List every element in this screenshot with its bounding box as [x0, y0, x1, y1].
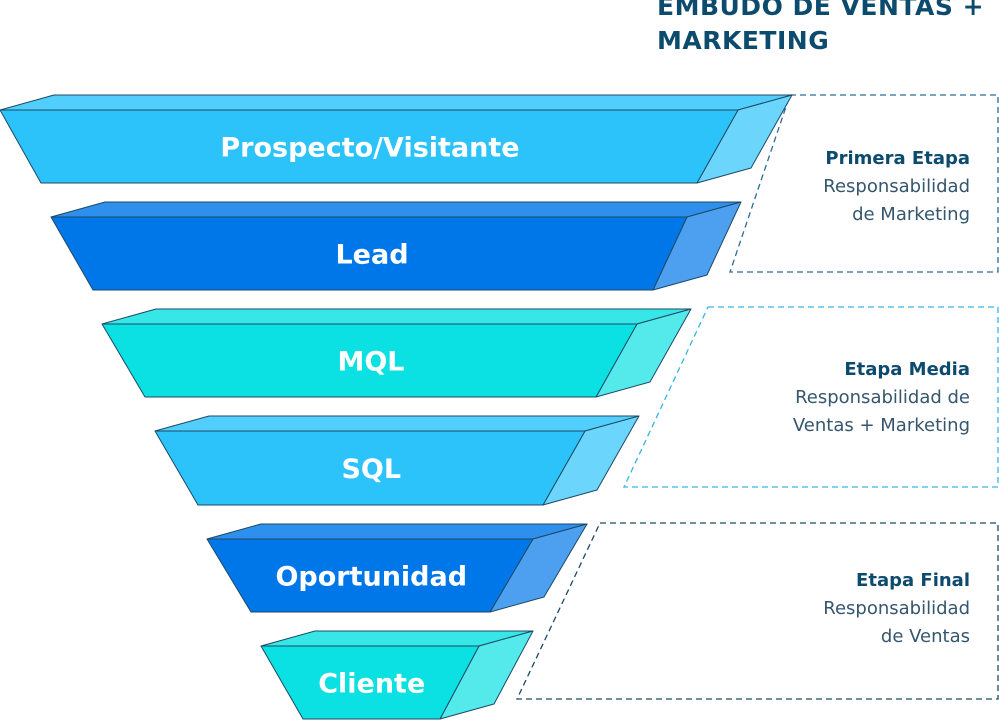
funnel-level-label: SQL: [341, 454, 401, 485]
funnel-level-top: [154, 415, 640, 432]
stage-title: Etapa Media: [844, 359, 970, 380]
funnel-level-label: Lead: [335, 240, 408, 271]
funnel-level-2: Lead: [50, 201, 742, 291]
funnel-level-1: Prospecto/Visitante: [0, 94, 793, 184]
funnel-level-front: [206, 538, 534, 613]
stage-bracket-1: [729, 94, 999, 273]
funnel-level-label: Oportunidad: [275, 562, 467, 593]
funnel-level-3: MQL: [101, 308, 692, 398]
stage-label-final: Etapa Final Responsabilidad de Ventas: [720, 567, 970, 651]
funnel-level-label: Cliente: [318, 669, 425, 700]
funnel-level-top: [50, 201, 742, 218]
funnel-level-6: Cliente: [260, 630, 534, 720]
stage-bracket-2: [622, 306, 999, 488]
funnel-level-front: [154, 430, 586, 506]
funnel-level-front: [101, 323, 638, 398]
stage-title: Primera Etapa: [825, 148, 970, 169]
stage-description: Responsabilidad de Marketing: [823, 176, 970, 225]
funnel-level-front: [260, 645, 480, 720]
stage-label-media: Etapa Media Responsabilidad de Ventas + …: [720, 356, 970, 440]
funnel-level-5: Oportunidad: [206, 523, 588, 613]
funnel-level-label: Prospecto/Visitante: [220, 133, 519, 164]
stage-bracket-3: [515, 522, 999, 700]
funnel-level-top: [206, 523, 588, 540]
title-line-1: EMBUDO DE VENTAS +: [657, 0, 985, 21]
title-line-2: MARKETING: [657, 26, 830, 55]
stage-label-primera: Primera Etapa Responsabilidad de Marketi…: [720, 145, 970, 229]
stage-title: Etapa Final: [856, 570, 970, 591]
diagram-title: EMBUDO DE VENTAS + MARKETING: [657, 0, 999, 58]
funnel-level-front: [0, 109, 739, 184]
funnel-level-front: [50, 216, 688, 291]
funnel-level-top: [0, 94, 793, 111]
funnel-level-4: SQL: [154, 415, 640, 506]
funnel-level-label: MQL: [337, 347, 404, 378]
stage-description: Responsabilidad de Ventas + Marketing: [792, 387, 970, 436]
funnel-level-top: [101, 308, 692, 325]
stage-description: Responsabilidad de Ventas: [823, 598, 970, 647]
